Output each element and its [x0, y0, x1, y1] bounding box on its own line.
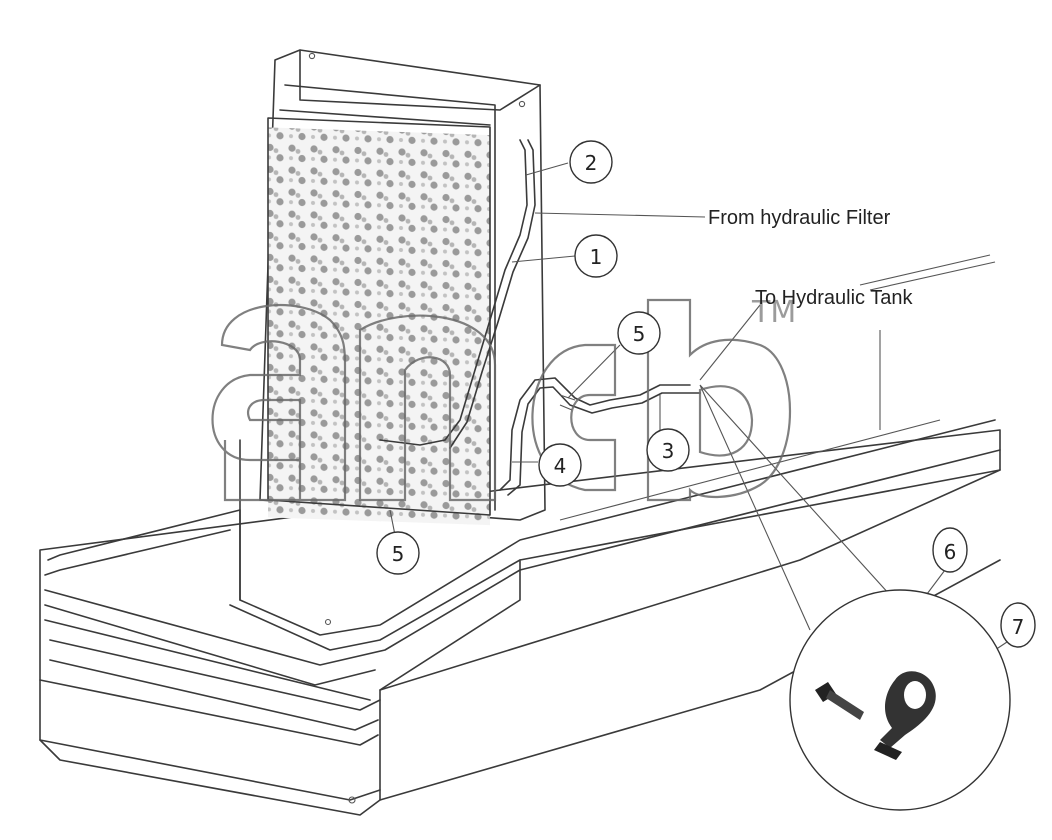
callout-7-text: 7: [1012, 615, 1025, 639]
callout-6: 6: [932, 527, 968, 573]
callout-3-text: 3: [662, 439, 675, 463]
label-from-filter: From hydraulic Filter: [708, 207, 891, 229]
detail-cone: [699, 384, 891, 631]
hose-1: [379, 139, 528, 446]
callout-4-text: 4: [554, 454, 567, 478]
clamp-icon: [874, 671, 936, 760]
bolt-icon: [815, 682, 864, 720]
leader-5b: [389, 509, 396, 536]
callout-2-text: 2: [585, 151, 598, 175]
callout-5a-text: 5: [633, 322, 646, 346]
detail-view: [789, 589, 1011, 811]
leader-from-filter: [534, 212, 706, 218]
leader-1: [511, 255, 576, 263]
callout-5a: 5: [617, 311, 661, 355]
callout-2: 2: [569, 140, 613, 184]
callout-5b-text: 5: [392, 542, 405, 566]
hoses: [379, 139, 701, 496]
callout-7: 7: [1000, 602, 1036, 648]
callout-3: 3: [646, 428, 690, 472]
callout-5b: 5: [376, 531, 420, 575]
oil-cooler: [239, 49, 546, 601]
watermark: TM: [211, 295, 796, 502]
label-to-tank: To Hydraulic Tank: [755, 287, 913, 309]
leader-2: [525, 162, 569, 176]
watermark-tm: TM: [751, 295, 796, 330]
cooler-core: [268, 127, 490, 526]
leader-5a: [567, 344, 621, 399]
callout-6-text: 6: [944, 540, 957, 564]
callout-1-text: 1: [590, 245, 603, 269]
callout-4: 4: [538, 443, 582, 487]
callout-1: 1: [574, 234, 618, 278]
hose-4: [499, 377, 691, 491]
